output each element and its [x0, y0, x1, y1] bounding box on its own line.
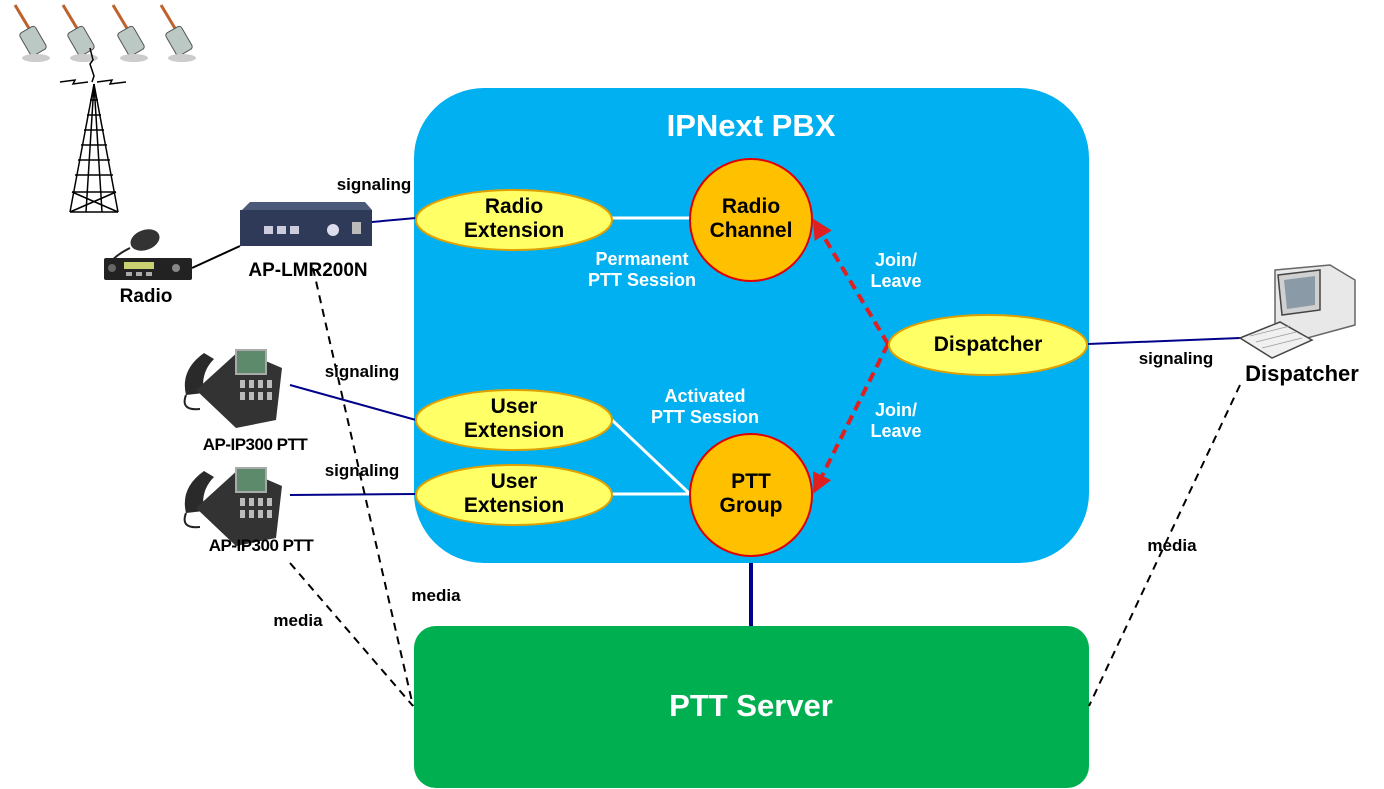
- activated-session-line-2: PTT Session: [650, 406, 760, 427]
- media-label-gateway: media: [411, 586, 461, 605]
- ptt-group-label: PTT Group: [690, 470, 812, 518]
- activated-session-line-1: Activated: [664, 386, 746, 406]
- phone-1-label: AP-IP300 PTT: [202, 435, 308, 454]
- media-label-phone: media: [273, 611, 323, 630]
- signaling-line-dispatcher: [1087, 337, 1241, 345]
- activated-session-line-1: [610, 418, 692, 496]
- user-extension-1-line-2: Extension: [463, 419, 565, 443]
- handheld-radios-icon: [13, 4, 196, 62]
- join-leave-2-line-1: Join/: [874, 400, 917, 420]
- permanent-session-line-1: Permanent: [595, 249, 689, 269]
- radio-channel-label: Radio Channel: [690, 195, 812, 243]
- signaling-label-dispatcher: signaling: [1138, 349, 1214, 368]
- radio-channel-label-line-1: Radio: [721, 195, 781, 218]
- user-extension-node-1[interactable]: [415, 389, 613, 451]
- media-line-phone: [289, 562, 414, 707]
- ptt-server-box: [414, 626, 1089, 788]
- ptt-group-label-line-1: PTT: [731, 470, 771, 493]
- user-extension-1-line-1: User: [490, 395, 538, 418]
- pbx-title: IPNext PBX: [666, 108, 836, 143]
- signaling-line-phone-1: [289, 384, 417, 421]
- ptt-server-label[interactable]: PTT Server: [669, 688, 833, 723]
- ip-phone-icon-2: [183, 467, 282, 546]
- join-leave-1-line-1: Join/: [874, 250, 917, 270]
- radio-wave-icon: [59, 47, 127, 85]
- ptt-group-node[interactable]: [689, 433, 813, 557]
- gateway-label: AP-LMR200N: [248, 260, 368, 281]
- user-extension-label-1: User Extension: [416, 395, 612, 443]
- dispatcher-node-label: Dispatcher: [933, 333, 1043, 356]
- radio-extension-node[interactable]: [415, 189, 613, 251]
- permanent-session-label: Permanent PTT Session: [572, 249, 712, 290]
- signaling-label-gateway: signaling: [336, 175, 412, 194]
- signaling-line-gateway: [371, 217, 417, 223]
- join-leave-label-2: Join/ Leave: [856, 400, 936, 441]
- phone-2-label: AP-IP300 PTT: [208, 536, 314, 555]
- user-extension-label-2: User Extension: [416, 470, 612, 518]
- join-leave-label-1: Join/ Leave: [856, 250, 936, 291]
- signaling-label-phone-1: signaling: [324, 362, 400, 381]
- radio-extension-label-line-2: Extension: [463, 219, 565, 243]
- ptt-group-label-line-2: Group: [719, 494, 783, 518]
- user-extension-2-line-1: User: [490, 470, 538, 493]
- radio-extension-label-line-1: Radio: [484, 195, 544, 218]
- media-line-gateway: [312, 267, 414, 707]
- dispatcher-pc-label: Dispatcher: [1245, 361, 1359, 386]
- join-leave-arrow-ptt: [813, 343, 890, 494]
- media-line-dispatcher: [1088, 384, 1241, 707]
- radio-channel-node[interactable]: [689, 158, 813, 282]
- radio-channel-label-line-2: Channel: [709, 219, 793, 243]
- radio-extension-label: Radio Extension: [416, 195, 612, 243]
- permanent-session-line-2: PTT Session: [587, 269, 697, 290]
- radio-tower-icon: [69, 83, 119, 213]
- signaling-label-phone-2: signaling: [324, 461, 400, 480]
- ip-phone-icon-1: [183, 349, 282, 428]
- radio-gateway-cable: [191, 245, 241, 269]
- join-leave-2-line-2: Leave: [870, 420, 922, 441]
- signaling-line-phone-2: [289, 493, 417, 496]
- activated-session-label: Activated PTT Session: [635, 386, 775, 427]
- media-label-dispatcher: media: [1147, 536, 1197, 555]
- dispatcher-pc-icon: [1238, 264, 1356, 359]
- mobile-radio-icon: [104, 229, 192, 280]
- radio-label: Radio: [119, 286, 173, 307]
- user-extension-2-line-2: Extension: [463, 494, 565, 518]
- join-leave-arrow-radio: [812, 218, 890, 346]
- gateway-device-icon: [240, 202, 372, 246]
- dispatcher-node[interactable]: [888, 314, 1088, 376]
- join-leave-1-line-2: Leave: [870, 270, 922, 291]
- user-extension-node-2[interactable]: [415, 464, 613, 526]
